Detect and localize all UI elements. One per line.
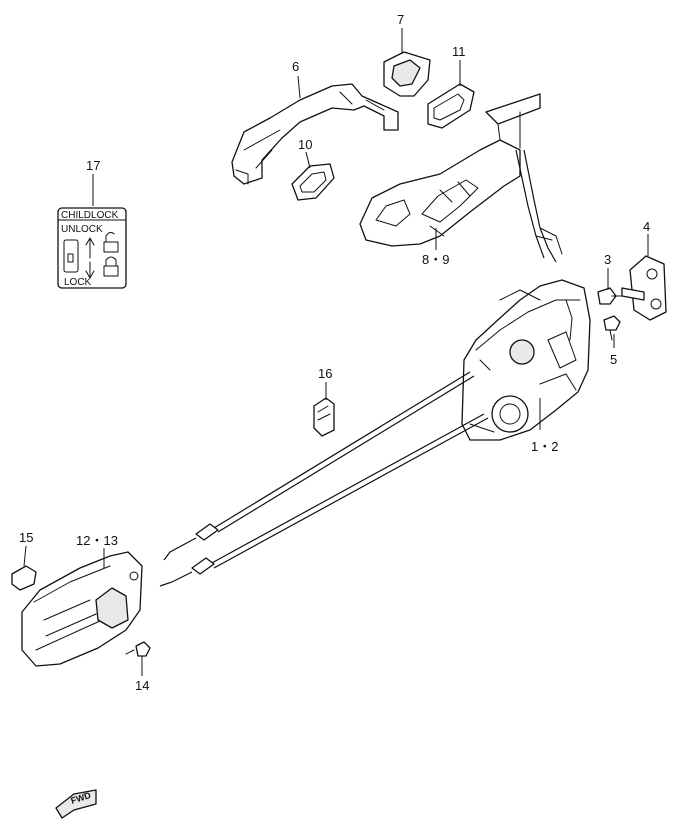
callout-4: 4: [643, 219, 650, 234]
child-lock-unlock-text: UNLOCK: [61, 224, 103, 235]
callout-17: 17: [86, 158, 100, 173]
forward-direction-arrow-icon: FWD: [55, 789, 97, 819]
clip-part-16: [313, 397, 335, 437]
unlocked-padlock-icon: [103, 231, 119, 253]
door-lock-assembly-part-1-2: [461, 279, 591, 441]
callout-10: 10: [298, 137, 312, 152]
screw-part-5: [603, 315, 621, 341]
callout-16: 16: [318, 366, 332, 381]
callout-6: 6: [292, 59, 299, 74]
screw-part-3: [597, 287, 623, 305]
callout-14: 14: [135, 678, 149, 693]
child-lock-label-part-17: CHILDLOCK UNLOCK LOCK: [57, 207, 127, 289]
locked-padlock-icon: [103, 256, 119, 277]
callout-15: 15: [19, 530, 33, 545]
outer-handle-part-6: [231, 83, 399, 185]
callout-11: 11: [452, 44, 466, 59]
callout-5: 5: [610, 352, 617, 367]
callout-3: 3: [604, 252, 611, 267]
control-cables: [159, 371, 489, 587]
callout-8-9: 8・9: [422, 252, 449, 267]
callout-12-13: 12・13: [76, 533, 118, 548]
cap-part-15: [11, 565, 37, 591]
handle-base-part-8-9: [359, 93, 563, 263]
screw-part-14: [125, 641, 151, 657]
striker-part-4: [621, 255, 667, 321]
pad-part-10: [291, 163, 335, 201]
callout-1-2: 1・2: [531, 439, 558, 454]
gasket-part-11: [427, 83, 475, 129]
inner-handle-part-12-13: [21, 551, 143, 667]
callout-7: 7: [397, 12, 404, 27]
up-arrow-icon: [85, 237, 95, 259]
handle-cap-part-7: [383, 51, 431, 97]
down-arrow-icon: [85, 261, 95, 279]
child-lock-title: CHILDLOCK: [61, 210, 119, 221]
child-lock-lock-text: LOCK: [64, 277, 92, 288]
